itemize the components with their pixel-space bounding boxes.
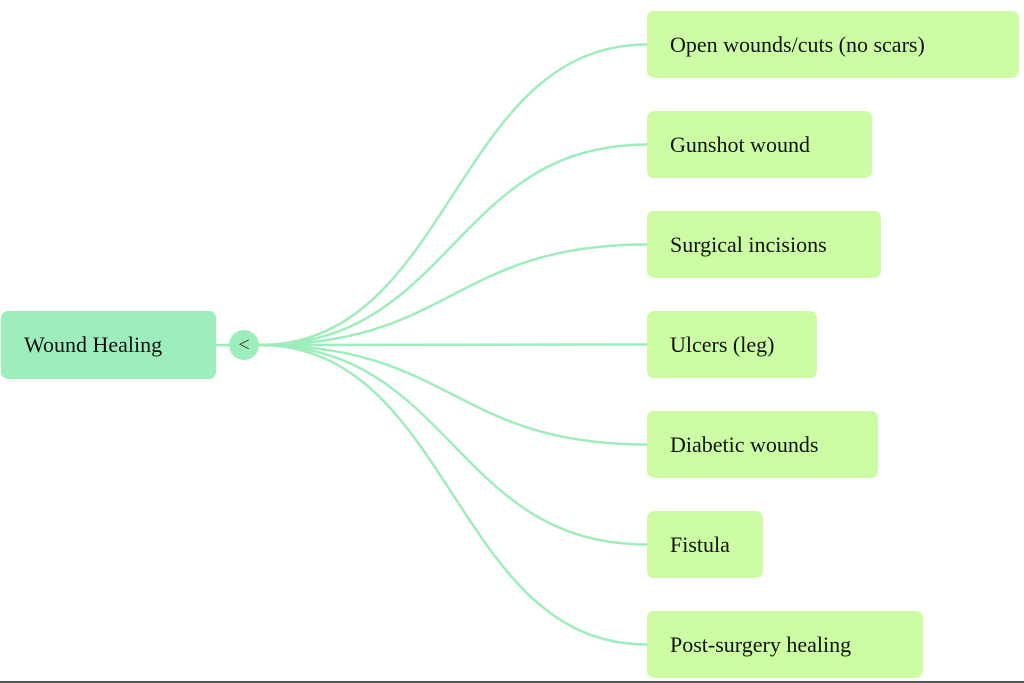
link-line: [258, 243, 648, 347]
collapse-toggle[interactable]: <: [229, 330, 259, 360]
child-node[interactable]: Open wounds/cuts (no scars): [647, 11, 1019, 78]
child-node-label: Diabetic wounds: [670, 431, 819, 457]
child-node-label: Open wounds/cuts (no scars): [670, 31, 925, 57]
link-line: [258, 343, 648, 646]
link-line: [258, 343, 648, 347]
child-node-label: Fistula: [670, 531, 730, 557]
bottom-border: [0, 681, 1024, 683]
child-node[interactable]: Post-surgery healing: [647, 611, 923, 678]
child-node[interactable]: Diabetic wounds: [647, 411, 878, 478]
root-node-label: Wound Healing: [24, 332, 163, 357]
link-line: [258, 43, 648, 347]
link-line: [258, 143, 648, 347]
child-node[interactable]: Surgical incisions: [647, 211, 881, 278]
child-node[interactable]: Gunshot wound: [647, 111, 872, 178]
child-node[interactable]: Fistula: [647, 511, 763, 578]
chevron-left-icon: <: [238, 333, 250, 356]
child-node-label: Post-surgery healing: [670, 631, 852, 657]
root-node[interactable]: Wound Healing: [1, 311, 216, 379]
child-node-label: Surgical incisions: [670, 231, 827, 257]
child-node[interactable]: Ulcers (leg): [647, 311, 817, 378]
link-line: [258, 343, 648, 446]
child-node-label: Ulcers (leg): [670, 331, 775, 357]
link-line: [258, 343, 648, 546]
child-node-label: Gunshot wound: [670, 131, 810, 157]
